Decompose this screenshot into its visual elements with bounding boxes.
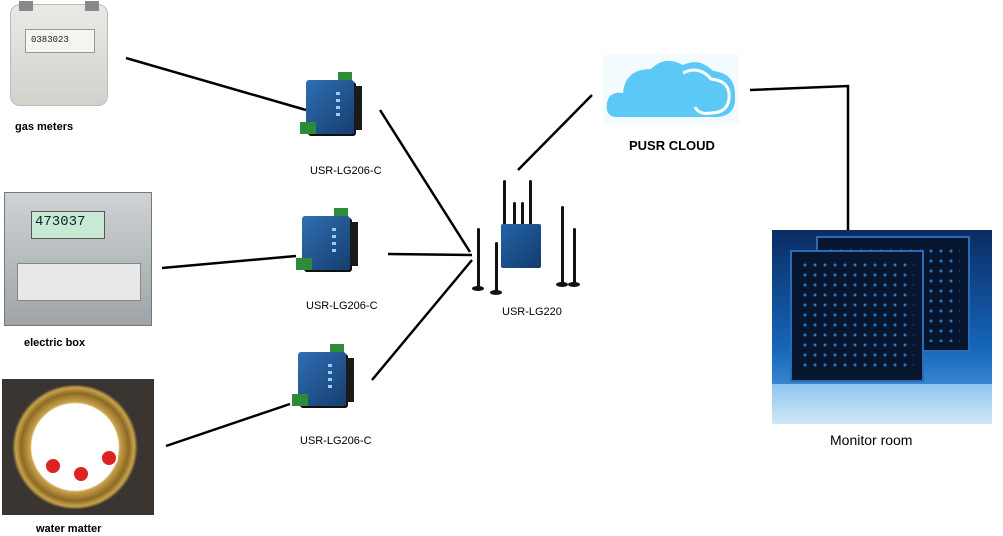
line-router-cloud [517,94,593,171]
line-gw2-router [387,252,473,257]
line-water-gw3 [165,402,291,448]
line-gw3-router [371,259,473,381]
line-elec-gw2 [161,254,297,270]
gateway-1-label: USR-LG206-C [310,165,382,177]
gas-meter-reading: 0383023 [31,35,69,45]
line-gas-gw1 [125,56,307,112]
water-matter-label: water matter [36,523,102,535]
gateway-3-label: USR-LG206-C [300,435,372,447]
gas-meters-label: gas meters [15,121,74,133]
monitor-room-image [772,230,992,424]
electric-box-label: electric box [24,337,86,349]
cloud-icon [603,55,739,125]
router-label: USR-LG220 [502,306,562,318]
line-cloud-monitor [749,84,850,232]
gas-meter-image: 0383023 [10,1,108,106]
gateway-device-3 [292,344,354,410]
gateway-2-label: USR-LG206-C [306,300,378,312]
monitor-room-label: Monitor room [830,432,913,448]
electric-meter-reading: 473037 [35,214,86,230]
gateway-device-2 [296,208,358,274]
router-device [472,178,581,296]
electric-meter-image: 473037 [4,192,152,326]
gateway-device-1 [300,72,362,138]
line-gw1-router [378,109,472,253]
water-meter-image [2,379,154,515]
cloud-label: PUSR CLOUD [629,138,715,153]
